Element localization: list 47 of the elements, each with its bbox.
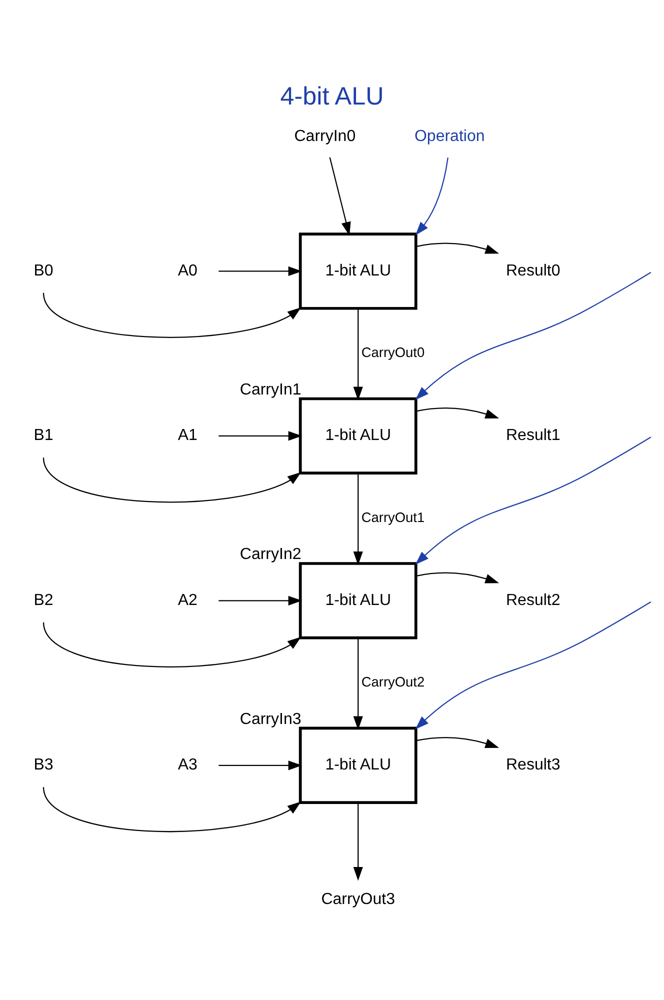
arrow: [329, 157, 351, 236]
arrow: [416, 407, 500, 419]
node-text: CarryOut3: [321, 891, 396, 908]
arrow: [416, 736, 500, 748]
arrow: [353, 802, 363, 881]
node-text: B0: [34, 262, 54, 280]
arrow: [416, 242, 500, 254]
arrow: [218, 596, 302, 606]
node-text: A2: [178, 592, 198, 609]
arrow: [353, 308, 363, 400]
arrow: [416, 572, 500, 584]
node-text: Result3: [506, 756, 560, 774]
arrow: [415, 272, 652, 400]
node-text: Result2: [506, 592, 560, 609]
arrow: [218, 266, 302, 276]
diagram-title: 4-bit ALU: [280, 82, 384, 110]
node-box: 1-bit ALU: [298, 232, 418, 310]
node-text: A0: [178, 262, 198, 280]
node-text: B2: [34, 592, 54, 609]
node-label: CarryIn1: [240, 381, 302, 398]
arrow: [218, 431, 302, 441]
node-box: 1-bit ALU: [298, 397, 418, 475]
node-text: A1: [178, 427, 198, 444]
arrow: [42, 786, 302, 832]
arrow: [42, 458, 302, 503]
edge-label: CarryOut0: [361, 345, 425, 360]
node-text: B3: [34, 756, 54, 774]
node-text: Result1: [506, 427, 560, 444]
arrow: [353, 473, 363, 566]
node-text: Result0: [506, 262, 560, 280]
arrow: [42, 622, 302, 668]
arrow: [415, 601, 652, 730]
node-box: 1-bit ALU: [298, 562, 418, 640]
node-label: CarryIn2: [240, 546, 302, 564]
arrow: [353, 638, 363, 730]
arrow: [415, 157, 448, 236]
node-text: Operation: [414, 128, 485, 146]
node-text: B1: [34, 427, 54, 444]
edge-label: CarryOut1: [361, 510, 425, 525]
node-label: CarryIn3: [240, 710, 302, 728]
arrow: [42, 292, 302, 338]
edge-label: CarryOut2: [361, 674, 425, 690]
node-text: A3: [178, 756, 198, 774]
arrow: [218, 760, 302, 770]
arrow: [415, 436, 652, 565]
node-text: CarryIn0: [294, 128, 356, 146]
node-box: 1-bit ALU: [298, 726, 418, 804]
